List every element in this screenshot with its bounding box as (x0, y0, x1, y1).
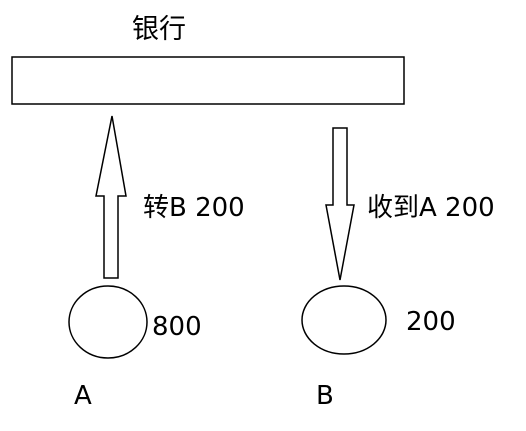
receive-label: 收到A 200 (367, 193, 495, 223)
transfer-label: 转B 200 (143, 193, 245, 223)
transfer-arrow-up (95, 115, 127, 279)
account-b-node (301, 285, 387, 355)
bank-box (11, 56, 405, 105)
account-b-name: B (316, 381, 334, 411)
bank-title: 银行 (132, 14, 186, 45)
account-b-balance: 200 (406, 307, 456, 337)
account-a-name: A (74, 381, 92, 411)
account-a-balance: 800 (152, 312, 202, 342)
receive-arrow-down (325, 127, 355, 281)
account-a-node (68, 285, 148, 359)
